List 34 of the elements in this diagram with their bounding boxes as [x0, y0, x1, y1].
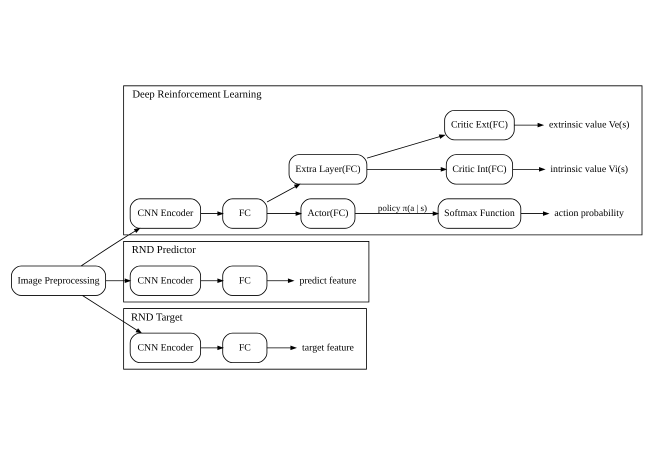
node-box: CNN Encoder	[130, 332, 202, 363]
node-box: Actor(FC)	[300, 198, 356, 228]
node-box: FC	[222, 198, 268, 228]
arrow	[366, 134, 446, 158]
node-text: intrinsic value Vi(s)	[550, 163, 628, 174]
node-box: Softmax Function	[438, 198, 522, 228]
arrow	[200, 345, 224, 350]
node-box: FC	[222, 332, 268, 363]
arrow	[80, 227, 141, 266]
node-box: Critic Ext(FC)	[444, 109, 515, 140]
arrow	[105, 278, 132, 283]
arrow	[266, 345, 297, 350]
arrow	[514, 122, 544, 127]
node-box: CNN Encoder	[130, 198, 202, 228]
node-box: FC	[222, 265, 268, 296]
node-box: Critic Int(FC)	[446, 154, 514, 184]
node-box: CNN Encoder	[130, 265, 202, 296]
arrow	[512, 166, 546, 172]
arrow	[266, 210, 302, 216]
arrow	[354, 210, 440, 216]
arrow	[82, 294, 142, 334]
node-text: action probability	[554, 208, 624, 219]
node-text: target feature	[302, 342, 354, 353]
node-box: Extra Layer(FC)	[288, 154, 368, 184]
node-text: extrinsic value Ve(s)	[548, 119, 630, 130]
node-box: Image Preprocessing	[11, 265, 106, 296]
node-text: predict feature	[299, 274, 356, 286]
arrow	[200, 210, 224, 216]
arrow	[520, 210, 550, 216]
edge-label: policy π(a | s)	[378, 202, 428, 212]
arrow	[266, 183, 301, 202]
arrow	[200, 278, 224, 283]
arrow	[266, 278, 294, 283]
arrow	[366, 166, 448, 172]
